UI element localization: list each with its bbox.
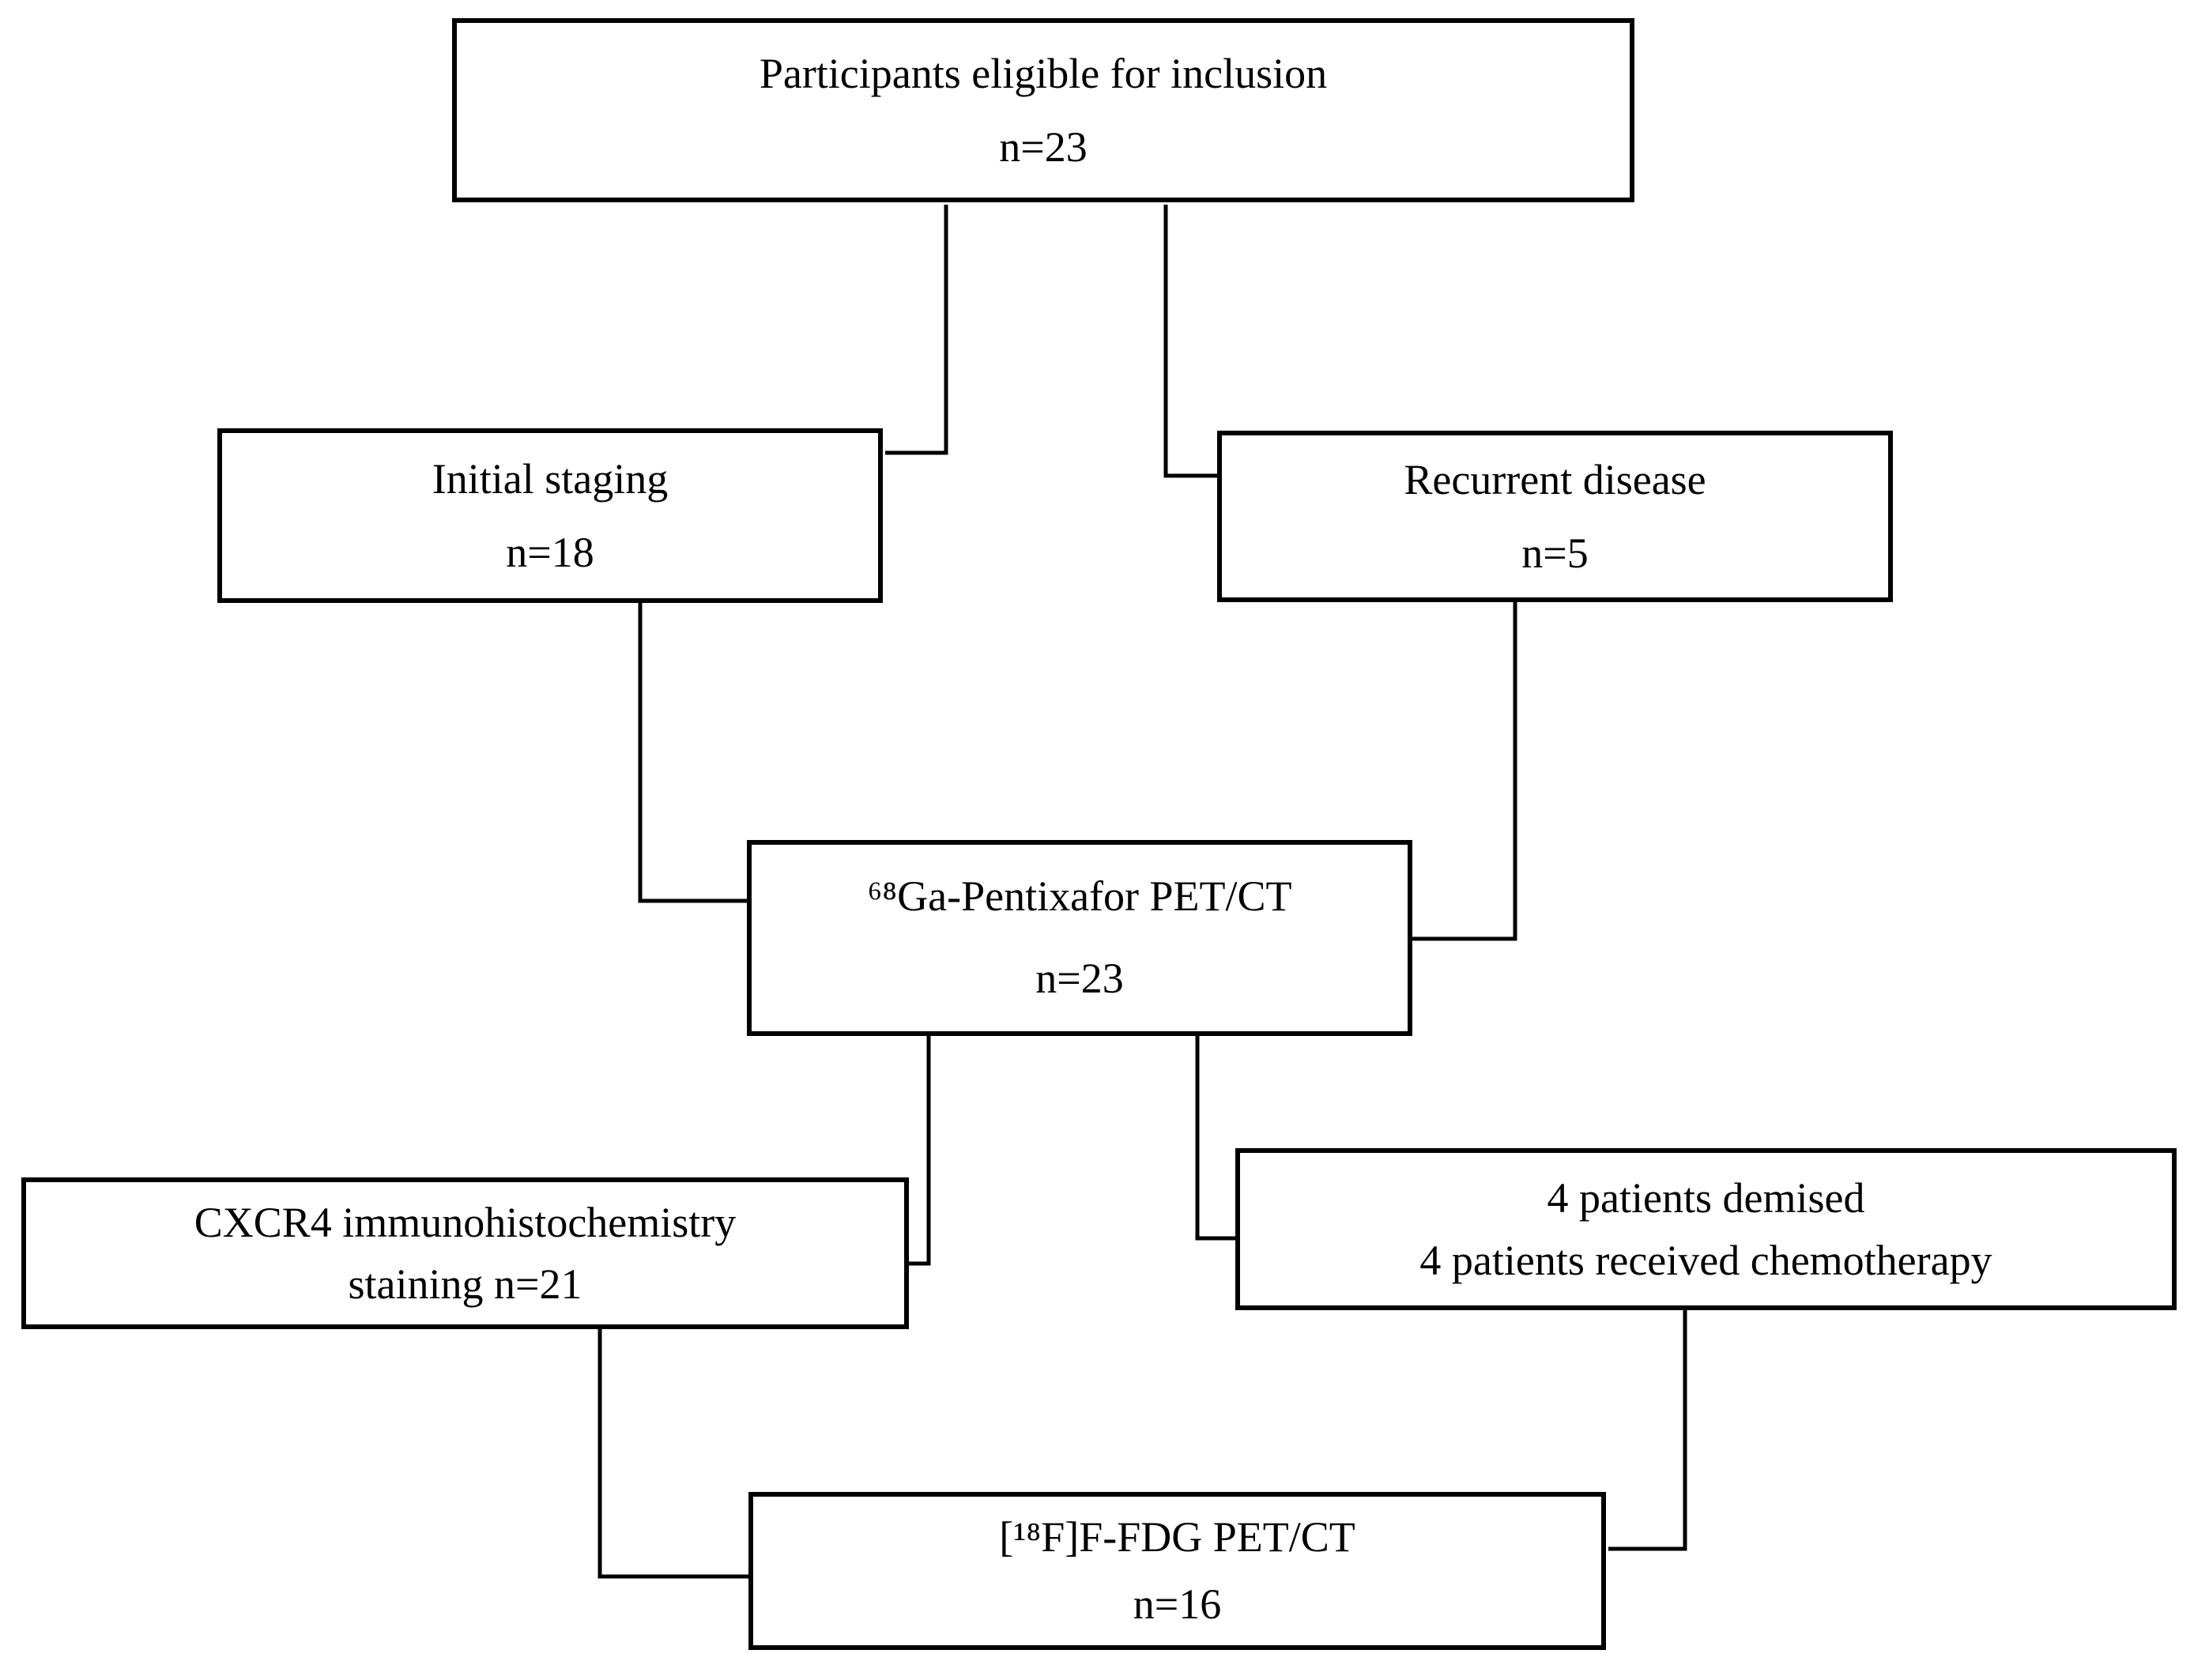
connector-recurrent-to-pentixafor: [1410, 600, 1517, 941]
node-label: 4 patients demised: [1547, 1174, 1865, 1222]
connector-eligible-to-recurrent: [1163, 205, 1220, 478]
node-label: [¹⁸F]F-FDG PET/CT: [999, 1512, 1355, 1561]
node-count: n=23: [1035, 955, 1124, 1002]
node-count: n=18: [506, 528, 594, 576]
connector-cxcr4-to-fdg: [598, 1327, 751, 1579]
node-count: n=23: [999, 122, 1088, 171]
node-label: Recurrent disease: [1404, 455, 1706, 503]
connector-eligible-to-initial: [885, 205, 948, 455]
connector-pentixafor-to-cxcr4: [907, 1034, 931, 1266]
node-label: ⁶⁸Ga-Pentixafor PET/CT: [867, 872, 1292, 921]
node-label: CXCR4 immunohistochemistry: [194, 1198, 737, 1246]
node-cxcr4-immunohistochemistry: CXCR4 immunohistochemistry staining n=21: [21, 1177, 909, 1329]
connector-initial-to-pentixafor: [638, 601, 749, 903]
node-fdg-petct: [¹⁸F]F-FDG PET/CT n=16: [748, 1492, 1606, 1650]
node-count: staining n=21: [348, 1260, 582, 1308]
node-count: n=5: [1521, 529, 1589, 577]
node-label: Initial staging: [432, 454, 669, 503]
node-count: n=16: [1133, 1580, 1222, 1628]
node-initial-staging: Initial staging n=18: [217, 428, 883, 603]
node-patients-dropout: 4 patients demised 4 patients received c…: [1235, 1148, 2177, 1310]
connector-pentixafor-to-dropout: [1195, 1034, 1238, 1241]
node-participants-eligible: Participants eligible for inclusion n=23: [452, 18, 1634, 202]
connector-dropout-to-fdg: [1608, 1308, 1687, 1551]
node-recurrent-disease: Recurrent disease n=5: [1217, 431, 1893, 602]
node-label: 4 patients received chemotherapy: [1419, 1236, 1992, 1284]
node-label: Participants eligible for inclusion: [759, 49, 1328, 97]
node-ga-pentixafor-petct: ⁶⁸Ga-Pentixafor PET/CT n=23: [747, 840, 1412, 1036]
